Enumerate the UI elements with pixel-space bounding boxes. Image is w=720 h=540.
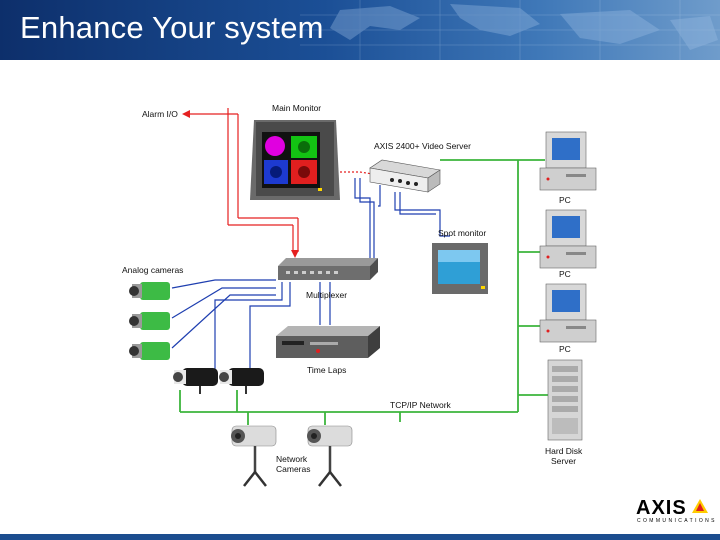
black-cameras bbox=[173, 368, 264, 394]
network-cameras-label-line2: Cameras bbox=[276, 464, 311, 474]
spot-monitor bbox=[432, 243, 488, 294]
multiplexer-arrow bbox=[291, 250, 299, 258]
axis-logo-triangle-icon bbox=[692, 499, 708, 513]
pc-label-1: PC bbox=[559, 195, 571, 205]
main-monitor bbox=[250, 120, 340, 200]
pc-1 bbox=[539, 131, 597, 191]
pc-label-2: PC bbox=[559, 269, 571, 279]
video-server bbox=[369, 159, 441, 193]
time-laps-label: Time Laps bbox=[307, 365, 347, 375]
pc-3 bbox=[539, 283, 597, 343]
video-server-label: AXIS 2400+ Video Server bbox=[374, 141, 471, 151]
hard-disk-server bbox=[547, 359, 583, 441]
video-lines bbox=[171, 178, 450, 372]
multiplexer-label: Multiplexer bbox=[306, 290, 348, 300]
alarm-lines bbox=[185, 108, 386, 252]
spot-monitor-label: Spot monitor bbox=[438, 228, 487, 238]
world-map-graphic bbox=[300, 0, 720, 60]
axis-logo-word: AXIS bbox=[636, 497, 687, 519]
hard-disk-label-line1: Hard Disk bbox=[545, 446, 583, 456]
pc-2 bbox=[539, 209, 597, 269]
footer-bar bbox=[0, 534, 720, 540]
system-diagram bbox=[129, 108, 597, 487]
alarm-io-label: Alarm I/O bbox=[142, 109, 178, 119]
network-cameras-label-line1: Network bbox=[276, 454, 308, 464]
title-bar: Enhance Your system bbox=[0, 0, 720, 60]
alarm-arrow bbox=[182, 110, 190, 118]
main-monitor-label: Main Monitor bbox=[272, 103, 322, 113]
tcpip-network-label: TCP/IP Network bbox=[390, 400, 451, 410]
pc-label-3: PC bbox=[559, 344, 571, 354]
time-laps-recorder bbox=[276, 326, 380, 358]
tcpip-network-lines bbox=[179, 159, 548, 425]
analog-cameras-label: Analog cameras bbox=[122, 265, 184, 275]
analog-cameras bbox=[129, 282, 170, 360]
axis-logo: AXIS COMMUNICATIONS bbox=[636, 497, 715, 527]
hard-disk-label-line2: Server bbox=[551, 456, 577, 466]
axis-logo-subtitle: COMMUNICATIONS bbox=[637, 518, 717, 524]
multiplexer bbox=[278, 258, 378, 280]
page-title: Enhance Your system bbox=[20, 10, 324, 45]
network-cameras bbox=[231, 425, 353, 487]
